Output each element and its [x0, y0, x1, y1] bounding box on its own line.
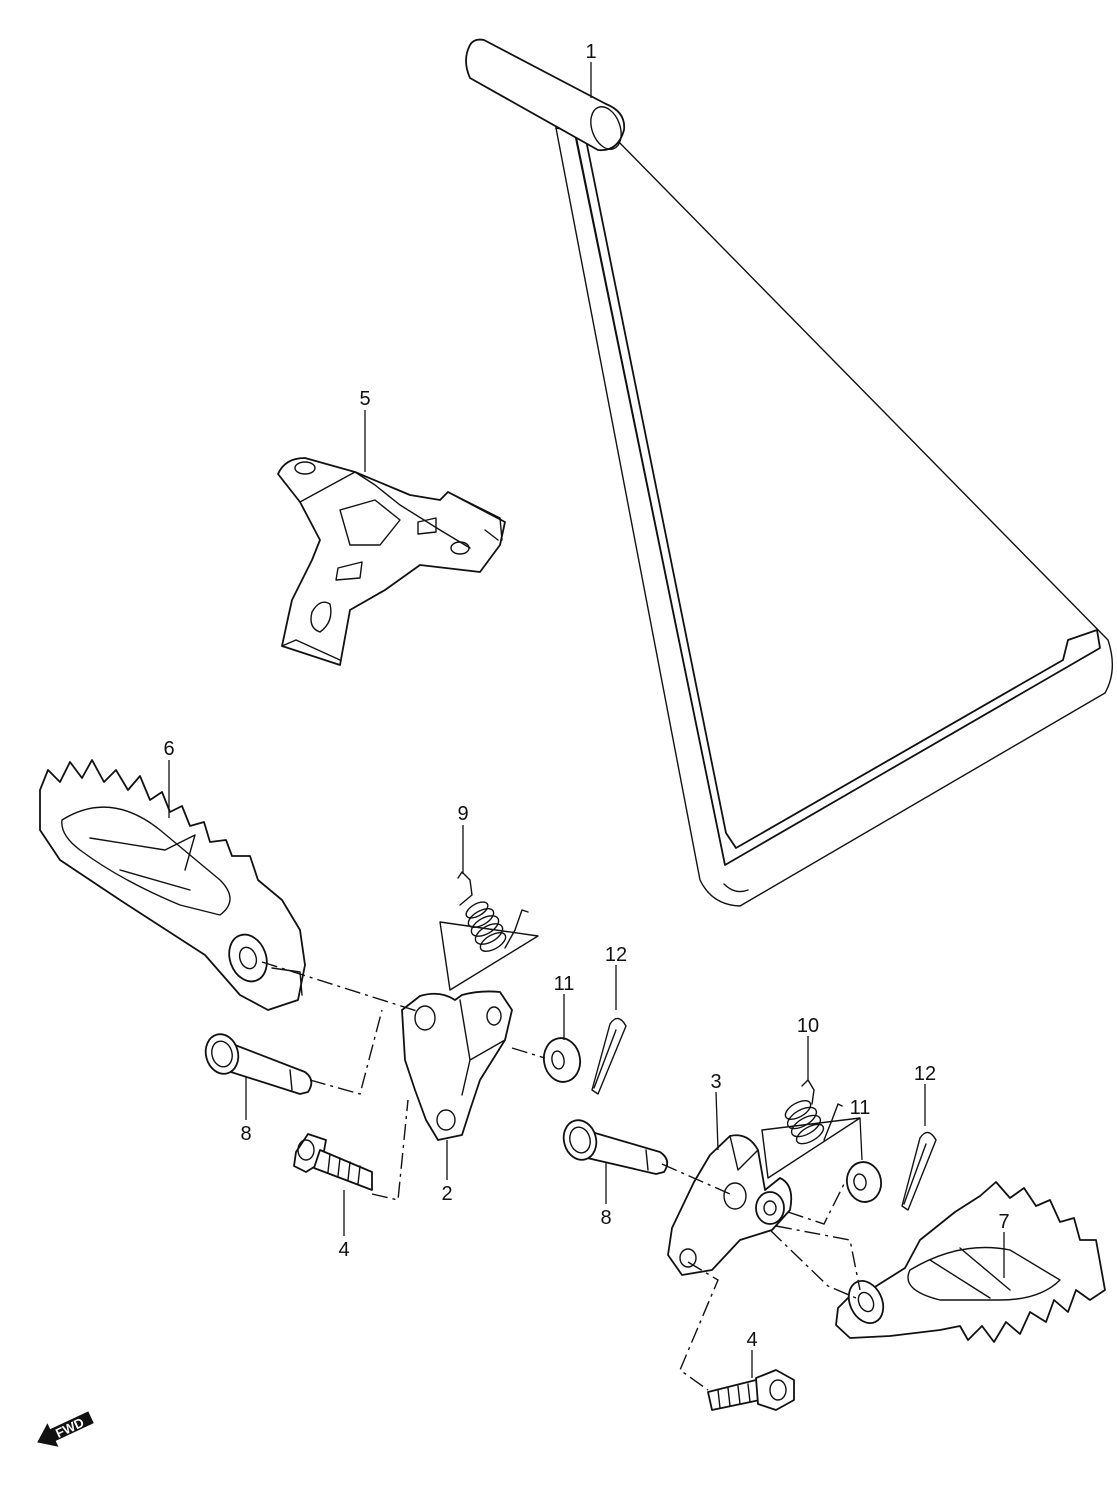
callout-12-right: 12 — [914, 1063, 936, 1085]
spring-right — [761, 1079, 861, 1179]
cotter-pin-left — [591, 1017, 627, 1095]
pin-left — [204, 1033, 313, 1095]
bolt-left — [293, 1133, 373, 1191]
callout-4-right: 4 — [746, 1329, 757, 1351]
cotter-pin-right — [901, 1131, 937, 1211]
fwd-label: FWD — [53, 1415, 86, 1441]
callout-11-left: 11 — [554, 973, 575, 995]
footrest-left — [39, 759, 306, 1011]
assembly-lines — [261, 961, 861, 1391]
washer-right — [846, 1161, 882, 1203]
footrest-bracket-right — [667, 1134, 793, 1276]
callout-10: 10 — [797, 1015, 819, 1037]
washer-left — [542, 1037, 582, 1083]
footrest-bracket-left — [401, 990, 513, 1141]
callout-11-right: 11 — [850, 1097, 871, 1119]
callout-4-left: 4 — [338, 1239, 349, 1261]
callout-7: 7 — [998, 1211, 1009, 1233]
callout-5: 5 — [359, 388, 370, 410]
callout-8-left: 8 — [240, 1123, 251, 1145]
callout-3: 3 — [710, 1071, 721, 1093]
leader-lines — [168, 62, 1005, 1378]
callout-9: 9 — [457, 803, 468, 825]
side-stand — [465, 38, 1113, 907]
callout-2: 2 — [441, 1183, 452, 1205]
callout-6: 6 — [163, 738, 174, 760]
callout-1: 1 — [585, 41, 596, 63]
footrest-right — [835, 1181, 1106, 1343]
callout-12-left: 12 — [605, 944, 627, 966]
stand-bracket — [277, 457, 506, 666]
pin-right — [562, 1119, 669, 1175]
forward-arrow-icon: FWD — [37, 1411, 94, 1447]
callout-8-right: 8 — [600, 1207, 611, 1229]
callout-labels: 1 5 6 9 12 11 10 12 3 11 8 2 8 7 4 4 — [163, 41, 1009, 1351]
spring-left — [439, 871, 539, 991]
bolt-right — [707, 1369, 795, 1411]
